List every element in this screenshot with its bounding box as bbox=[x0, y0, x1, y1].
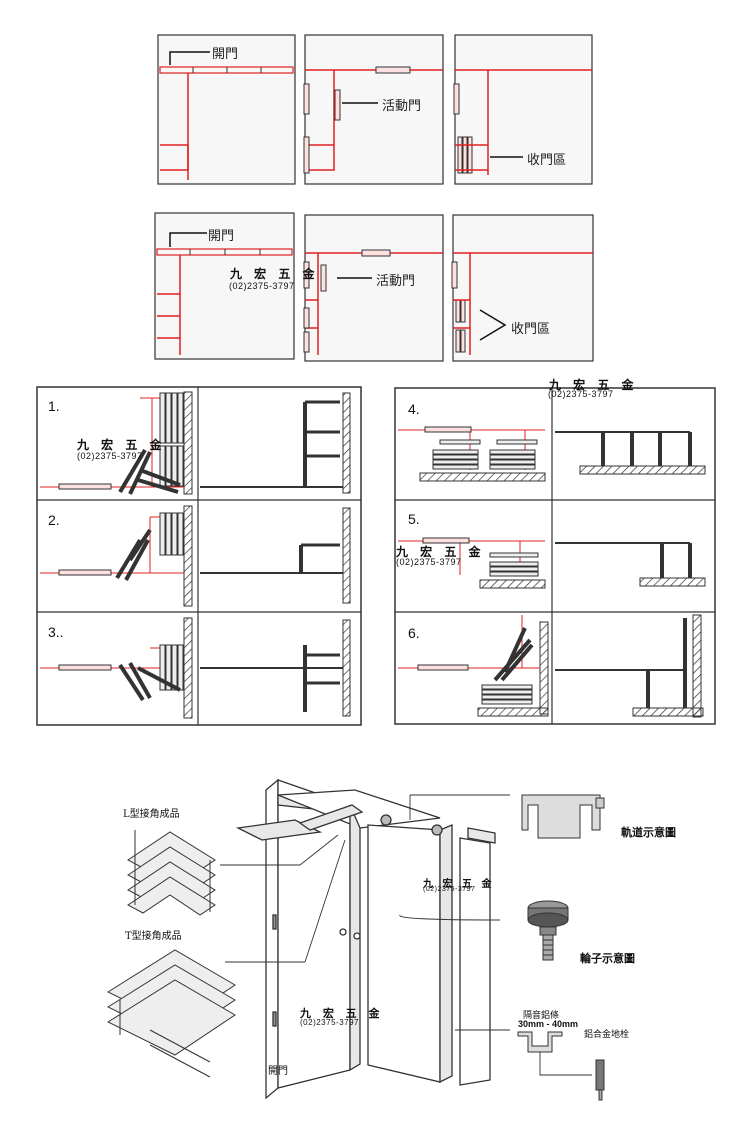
step-6-result bbox=[555, 614, 704, 718]
brand-name: 九 宏 五 金 bbox=[77, 438, 166, 452]
step-6-number: 6. bbox=[408, 625, 420, 641]
layout-panel-1b bbox=[303, 34, 444, 185]
step-1-illustration bbox=[40, 391, 193, 495]
l-corner-label: L型接角成品 bbox=[123, 809, 180, 820]
fixed-door-label-1: 開門 bbox=[212, 47, 239, 62]
rail-section bbox=[521, 794, 605, 839]
t-corner-profile bbox=[106, 949, 236, 1078]
layout-panel-2a bbox=[154, 212, 295, 360]
step-5-illustration bbox=[398, 537, 546, 589]
storage-area-label-1: 收門區 bbox=[527, 153, 567, 168]
brand-name: 九 宏 五 金 bbox=[549, 378, 638, 392]
brand-name: 九 宏 五 金 bbox=[300, 1007, 384, 1020]
brand-name: 九 宏 五 金 bbox=[423, 879, 495, 890]
step-2-illustration bbox=[40, 505, 193, 607]
movable-door-label-2: 活動門 bbox=[376, 274, 416, 289]
layout-panel-2b bbox=[303, 214, 444, 362]
wheel-part bbox=[527, 900, 569, 961]
step-5-number: 5. bbox=[408, 511, 420, 527]
step-2-result bbox=[200, 507, 351, 604]
t-corner-label: T型接角成品 bbox=[125, 931, 182, 942]
storage-area-label-2: 收門區 bbox=[511, 322, 551, 337]
step-2-number: 2. bbox=[48, 512, 60, 528]
step-4-result bbox=[555, 431, 706, 475]
floor-pin-label: 鋁合金地栓 bbox=[584, 1030, 630, 1040]
step-6-illustration bbox=[398, 615, 549, 717]
rail-caption: 軌道示意圖 bbox=[621, 826, 676, 839]
l-corner-profile bbox=[127, 830, 216, 916]
strip-label: 隔音鋁條 bbox=[523, 1011, 560, 1021]
step-3-number: 3.. bbox=[48, 624, 64, 640]
movable-door-label-1: 活動門 bbox=[382, 99, 422, 114]
layout-panel-1c bbox=[453, 34, 593, 185]
callout-lines bbox=[220, 794, 592, 1076]
brand-name: 九 宏 五 金 bbox=[230, 267, 319, 281]
brand-phone: (02)2375-3797 bbox=[548, 389, 614, 399]
floor-pin bbox=[595, 1059, 605, 1101]
step-3-illustration bbox=[40, 617, 193, 719]
strip-profile bbox=[517, 1031, 563, 1053]
step-1-result bbox=[200, 392, 351, 494]
step-4-number: 4. bbox=[408, 401, 420, 417]
step-1-number: 1. bbox=[48, 398, 60, 414]
brand-phone: (02)2375-3797 bbox=[423, 886, 476, 893]
door-label: 開門 bbox=[268, 1066, 288, 1077]
brand-phone: (02)2375-3797 bbox=[229, 281, 295, 291]
brand-phone: (02)2375-3797 bbox=[77, 451, 143, 461]
step-5-result bbox=[555, 542, 706, 587]
brand-name: 九 宏 五 金 bbox=[396, 545, 485, 559]
fixed-door-label-2: 開門 bbox=[208, 229, 235, 244]
layout-panel-1a bbox=[157, 34, 296, 185]
layout-panel-2c bbox=[451, 214, 594, 362]
step-3-result bbox=[200, 619, 351, 717]
door-assembly bbox=[235, 778, 496, 1100]
brand-phone: (02)2375-3797 bbox=[300, 1018, 359, 1027]
wheel-caption: 輪子示意圖 bbox=[580, 952, 635, 965]
step-4-illustration bbox=[398, 426, 546, 482]
brand-phone: (02)2375-3797 bbox=[396, 557, 462, 567]
strip-size: 30mm - 40mm bbox=[518, 1019, 579, 1029]
